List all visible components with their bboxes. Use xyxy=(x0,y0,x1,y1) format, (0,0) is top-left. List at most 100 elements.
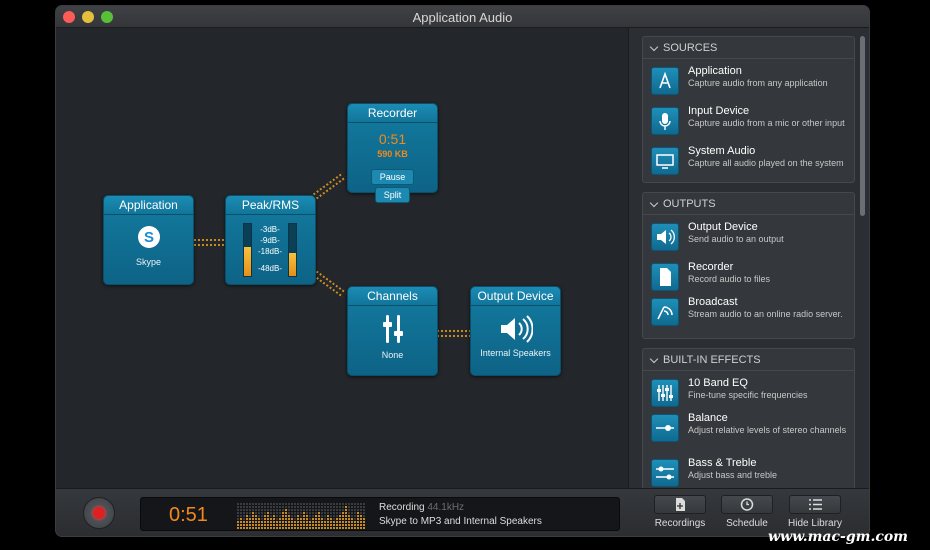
connector-peak-channels xyxy=(312,270,347,298)
item-desc: Capture audio from any application xyxy=(688,78,828,88)
connector-peak-recorder xyxy=(312,172,347,200)
effects-section: BUILT-IN EFFECTS 10 Band EQ Fine-tune sp… xyxy=(642,348,855,488)
db-label: -48dB- xyxy=(257,264,282,273)
title-bar: Application Audio xyxy=(56,6,869,28)
speaker-icon xyxy=(651,223,679,251)
right-level-fill xyxy=(289,252,296,276)
recorder-size: 590 KB xyxy=(377,149,408,159)
hide-library-label: Hide Library xyxy=(788,518,842,529)
output-item-broadcast[interactable]: Broadcast Stream audio to an online radi… xyxy=(651,296,851,332)
node-value: Internal Speakers xyxy=(480,348,551,358)
broadcast-icon xyxy=(651,298,679,326)
channels-sliders-icon xyxy=(380,314,406,344)
item-title: Input Device xyxy=(688,105,750,117)
item-desc: Stream audio to an online radio server. xyxy=(688,309,843,319)
node-title: Application xyxy=(104,196,193,215)
connector-app-peak xyxy=(194,239,226,246)
schedule-label: Schedule xyxy=(726,518,768,529)
channels-node[interactable]: Channels None xyxy=(347,286,438,376)
left-level-fill xyxy=(244,247,251,276)
effects-header[interactable]: BUILT-IN EFFECTS xyxy=(643,349,854,371)
list-icon xyxy=(789,495,841,514)
sample-rate: 44.1kHz xyxy=(427,502,465,513)
item-title: Bass & Treble xyxy=(688,457,757,469)
close-window-button[interactable] xyxy=(63,11,75,23)
status-display: 0:51 Recording 44.1kHz Skype to MP3 and … xyxy=(140,497,620,531)
effect-item-balance[interactable]: Balance Adjust relative levels of stereo… xyxy=(651,412,851,448)
library-panel: SOURCES Application Capture audio from a… xyxy=(628,28,869,488)
skype-icon: S xyxy=(137,225,161,249)
mic-icon xyxy=(651,107,679,135)
node-title: Channels xyxy=(348,287,437,306)
status-line: Recording 44.1kHz xyxy=(379,502,464,513)
watermark: www.mac-gm.com xyxy=(768,529,908,545)
item-title: Balance xyxy=(688,412,728,424)
item-desc: Capture all audio played on the system xyxy=(688,158,844,168)
node-canvas[interactable]: Application S Skype Peak/RMS -3dB- -9dB-… xyxy=(56,28,628,488)
item-desc: Capture audio from a mic or other input xyxy=(688,118,845,128)
level-visualizer xyxy=(237,503,365,529)
bass-treble-icon xyxy=(651,459,679,487)
node-title: Peak/RMS xyxy=(226,196,315,215)
monitor-icon xyxy=(651,147,679,175)
app-window: Application Audio Application S Skype Pe… xyxy=(56,6,869,536)
item-title: Application xyxy=(688,65,742,77)
svg-text:S: S xyxy=(143,229,153,246)
file-icon xyxy=(651,263,679,291)
item-title: Output Device xyxy=(688,221,758,233)
eq-icon xyxy=(651,379,679,407)
elapsed-time: 0:51 xyxy=(169,504,208,526)
output-item-output-device[interactable]: Output Device Send audio to an output xyxy=(651,221,851,257)
db-label: -9dB- xyxy=(260,236,280,245)
record-button[interactable] xyxy=(83,497,115,529)
item-desc: Adjust bass and treble xyxy=(688,470,778,480)
split-button[interactable]: Split xyxy=(374,187,411,203)
node-value: None xyxy=(381,350,404,360)
item-title: System Audio xyxy=(688,145,756,157)
output-item-recorder[interactable]: Recorder Record audio to files xyxy=(651,261,851,297)
window-title: Application Audio xyxy=(412,10,513,25)
sources-section: SOURCES Application Capture audio from a… xyxy=(642,36,855,183)
speaker-icon xyxy=(499,314,533,344)
item-title: Recorder xyxy=(688,261,734,273)
item-title: 10 Band EQ xyxy=(688,377,748,389)
db-label: -18dB- xyxy=(257,247,282,256)
db-label: -3dB- xyxy=(260,225,280,234)
node-title: Output Device xyxy=(471,287,560,306)
connector-channels-output xyxy=(437,330,471,337)
schedule-button[interactable]: Schedule xyxy=(717,495,777,529)
outputs-header[interactable]: OUTPUTS xyxy=(643,193,854,215)
effect-item-bass-treble[interactable]: Bass & Treble Adjust bass and treble xyxy=(651,457,851,493)
application-node[interactable]: Application S Skype xyxy=(103,195,194,285)
outputs-section: OUTPUTS Output Device Send audio to an o… xyxy=(642,192,855,339)
node-title: Recorder xyxy=(348,104,437,123)
recordings-label: Recordings xyxy=(654,518,706,529)
recorder-time: 0:51 xyxy=(378,131,407,147)
item-desc: Fine-tune specific frequencies xyxy=(688,390,808,400)
source-item-application[interactable]: Application Capture audio from any appli… xyxy=(651,65,851,101)
sources-header[interactable]: SOURCES xyxy=(643,37,854,59)
pause-button[interactable]: Pause xyxy=(370,169,415,185)
minimize-window-button[interactable] xyxy=(82,11,94,23)
hide-library-button[interactable]: Hide Library xyxy=(783,495,847,529)
left-level-meter xyxy=(243,223,252,277)
output-device-node[interactable]: Output Device Internal Speakers xyxy=(470,286,561,376)
peak-rms-node[interactable]: Peak/RMS -3dB- -9dB- -18dB- -48dB- xyxy=(225,195,316,285)
status-text: Recording xyxy=(379,502,425,513)
source-item-system-audio[interactable]: System Audio Capture all audio played on… xyxy=(651,145,851,181)
item-title: Broadcast xyxy=(688,296,738,308)
source-item-input-device[interactable]: Input Device Capture audio from a mic or… xyxy=(651,105,851,141)
zoom-window-button[interactable] xyxy=(101,11,113,23)
right-level-meter xyxy=(288,223,297,277)
recorder-node[interactable]: Recorder 0:51 590 KB Pause Split xyxy=(347,103,438,203)
item-desc: Send audio to an output xyxy=(688,234,784,244)
item-desc: Adjust relative levels of stereo channel… xyxy=(688,425,847,435)
app-icon xyxy=(651,67,679,95)
node-value: Skype xyxy=(135,257,161,267)
recordings-button[interactable]: Recordings xyxy=(650,495,710,529)
item-desc: Record audio to files xyxy=(688,274,771,284)
library-scrollbar[interactable] xyxy=(860,36,865,216)
effect-item-10-band-eq[interactable]: 10 Band EQ Fine-tune specific frequencie… xyxy=(651,377,851,413)
status-description: Skype to MP3 and Internal Speakers xyxy=(379,516,542,527)
db-scale: -3dB- -9dB- -18dB- -48dB- xyxy=(254,224,286,274)
